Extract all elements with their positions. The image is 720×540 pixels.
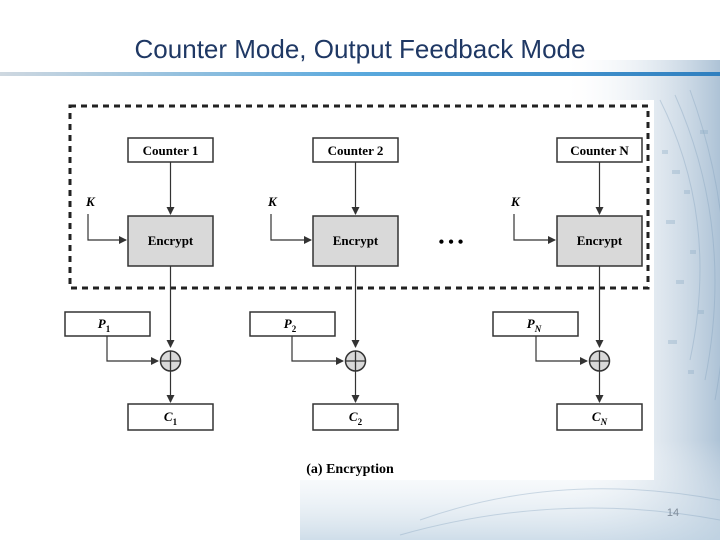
ciphertext-box bbox=[556, 403, 643, 431]
ciphertext-label: C1 bbox=[164, 409, 178, 427]
plaintext-box bbox=[64, 311, 151, 337]
plaintext-label: PN bbox=[527, 316, 542, 334]
plaintext-subscript: 2 bbox=[292, 324, 297, 334]
ciphertext-box bbox=[312, 403, 399, 431]
counter-label: Counter 1 bbox=[143, 143, 199, 158]
plaintext-label: P1 bbox=[98, 316, 111, 334]
page-number: 14 bbox=[666, 507, 680, 519]
ciphertext-subscript: 2 bbox=[358, 417, 363, 427]
counter-label: Counter 2 bbox=[328, 143, 384, 158]
plaintext-subscript: N bbox=[534, 324, 542, 334]
diagram-panel: Counter 1 K Encrypt P1 C1 bbox=[62, 100, 654, 480]
diagram-caption: (a) Encryption bbox=[306, 462, 394, 477]
ciphertext-label: C2 bbox=[349, 409, 363, 427]
stage-2: Counter 2 K Encrypt P2 C2 bbox=[249, 137, 399, 431]
key-label: K bbox=[85, 194, 96, 209]
key-label: K bbox=[267, 194, 278, 209]
plaintext-letter: P bbox=[98, 316, 107, 331]
ciphertext-subscript: N bbox=[600, 417, 608, 427]
title-underline bbox=[0, 72, 720, 76]
ciphertext-subscript: 1 bbox=[173, 417, 178, 427]
encrypt-box bbox=[127, 215, 214, 267]
stage-n: Counter N K Encrypt PN CN bbox=[492, 137, 643, 431]
encrypt-box bbox=[556, 215, 643, 267]
encrypt-label: Encrypt bbox=[333, 233, 379, 248]
ciphertext-letter: C bbox=[349, 409, 358, 424]
xor-icon bbox=[159, 350, 182, 372]
counter-box bbox=[127, 137, 214, 163]
counter-box bbox=[556, 137, 643, 163]
plaintext-subscript: 1 bbox=[106, 324, 111, 334]
encrypt-label: Encrypt bbox=[577, 233, 623, 248]
ciphertext-letter: C bbox=[164, 409, 173, 424]
plaintext-box bbox=[249, 311, 336, 337]
ciphertext-box bbox=[127, 403, 214, 431]
stage-ellipsis: • • • bbox=[439, 234, 464, 251]
dashed-boundary bbox=[68, 104, 650, 290]
ciphertext-letter: C bbox=[592, 409, 601, 424]
plaintext-box bbox=[492, 311, 579, 337]
slide-title: Counter Mode, Output Feedback Mode bbox=[134, 34, 586, 64]
ctr-mode-diagram: Counter 1 K Encrypt P1 C1 bbox=[64, 104, 650, 477]
xor-icon bbox=[344, 350, 367, 372]
plaintext-letter: P bbox=[284, 316, 293, 331]
key-label: K bbox=[510, 194, 521, 209]
plaintext-label: P2 bbox=[284, 316, 297, 334]
counter-label: Counter N bbox=[570, 143, 629, 158]
xor-icon bbox=[588, 350, 611, 372]
encrypt-label: Encrypt bbox=[148, 233, 194, 248]
ciphertext-label: CN bbox=[592, 409, 608, 427]
plaintext-letter: P bbox=[527, 316, 536, 331]
stage-1: Counter 1 K Encrypt P1 C1 bbox=[64, 137, 214, 431]
